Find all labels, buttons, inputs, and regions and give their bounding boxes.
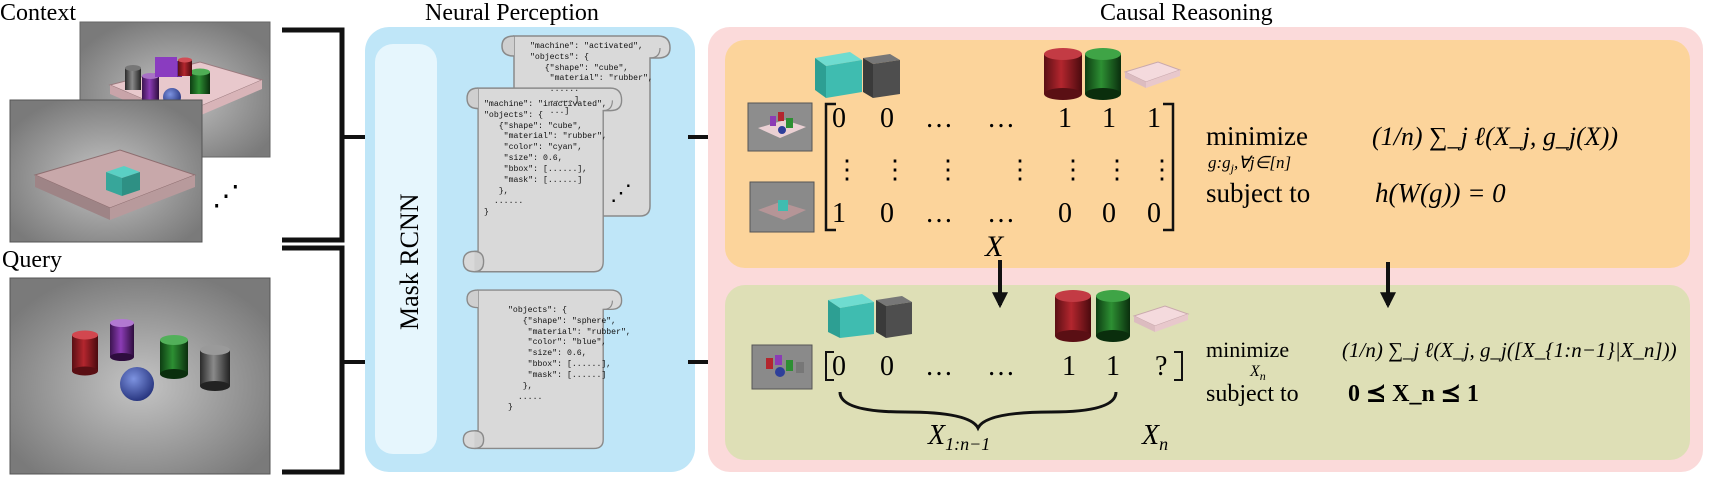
opt-top-constraint: h(W(g)) = 0 (1375, 178, 1506, 208)
neural-perception-header: Neural Perception (425, 0, 599, 26)
svg-text:0: 0 (880, 351, 894, 382)
object-icons-top (815, 48, 1182, 100)
svg-text:⋮: ⋮ (834, 155, 860, 185)
opt-bottom-subject: subject to (1206, 381, 1299, 407)
opt-bottom-under: Xn (1249, 363, 1266, 383)
matrix-top-row2: ⋮ ⋮ ⋮ ⋮ ⋮ ⋮ ⋮ (834, 155, 1175, 185)
svg-text:⋮: ⋮ (935, 155, 961, 185)
svg-text:0: 0 (1147, 198, 1161, 229)
brace-label: X1:n−1 (927, 420, 990, 454)
mask-rcnn-label: Mask RCNN (395, 193, 424, 330)
opt-bottom-minimize: minimize (1206, 337, 1289, 362)
matrix-top-label: X (984, 230, 1005, 263)
svg-text:1: 1 (1147, 103, 1161, 134)
svg-text:…: … (925, 103, 953, 134)
svg-text:1: 1 (1062, 351, 1076, 382)
scroll-ellipsis: ⋰ (610, 181, 632, 206)
svg-text:⋮: ⋮ (1104, 155, 1130, 185)
svg-text:⋮: ⋮ (1060, 155, 1086, 185)
matrix-top-row3: 1 0 … … 0 0 0 (832, 198, 1161, 229)
opt-top-subject: subject to (1206, 178, 1310, 208)
svg-text:1: 1 (1102, 103, 1116, 134)
opt-bottom-constraint: 0 ⪯ X_n ⪯ 1 (1348, 381, 1479, 407)
structure-learning-panel (725, 40, 1690, 268)
xn-label: Xn (1141, 420, 1168, 454)
svg-text:⋮: ⋮ (1149, 155, 1175, 185)
opt-bottom-objective: (1/n) ∑_j ℓ(X_j, g_j([X_{1:n−1}|X_n])) (1342, 338, 1677, 362)
thumbnail-query (751, 344, 813, 390)
query-image (9, 277, 271, 475)
matrix-top (824, 102, 1175, 232)
json-text-back: "machine": "activated", "objects": { {"s… (530, 42, 653, 116)
svg-text:0: 0 (880, 198, 894, 229)
svg-text:0: 0 (832, 351, 846, 382)
context-header: Context (0, 0, 76, 26)
context-ellipsis: ⋰ (212, 179, 240, 212)
thumbnail-context-1 (747, 102, 813, 152)
object-icons-bottom (828, 290, 1190, 342)
opt-top-under: g:gj,∀j∈[n] (1208, 153, 1291, 175)
svg-text:…: … (987, 198, 1015, 229)
svg-text:1: 1 (832, 198, 846, 229)
causal-reasoning-header: Causal Reasoning (1100, 0, 1273, 26)
svg-text:⋮: ⋮ (1007, 155, 1033, 185)
svg-text:?: ? (1155, 351, 1167, 382)
svg-text:⋮: ⋮ (882, 155, 908, 185)
svg-text:…: … (987, 351, 1015, 382)
svg-text:0: 0 (832, 103, 846, 134)
matrix-top-row1: 0 0 … … 1 1 1 (832, 103, 1161, 134)
opt-top-minimize: minimize (1206, 121, 1308, 151)
svg-text:1: 1 (1106, 351, 1120, 382)
query-header: Query (2, 247, 62, 273)
matrix-bottom-brackets (825, 351, 1183, 381)
svg-text:0: 0 (1102, 198, 1116, 229)
svg-text:0: 0 (880, 103, 894, 134)
svg-text:…: … (925, 351, 953, 382)
svg-text:1: 1 (1058, 103, 1072, 134)
json-text-front: "machine": "inactivated", "objects": { {… (484, 100, 607, 218)
prediction-panel (725, 285, 1690, 460)
matrix-bottom-brace (838, 391, 1118, 432)
opt-top-objective: (1/n) ∑_j ℓ(X_j, g_j(X)) (1372, 122, 1618, 151)
input-bracket (282, 27, 345, 475)
svg-text:…: … (925, 198, 953, 229)
thumbnail-context-2 (749, 181, 815, 233)
json-text-query: "objects": { {"shape": "sphere", "materi… (508, 306, 631, 413)
svg-text:…: … (987, 103, 1015, 134)
context-image-front (9, 99, 203, 243)
matrix-bottom-row: 0 0 … … 1 1 ? (832, 351, 1167, 382)
mask-rcnn-box (375, 44, 437, 454)
svg-text:0: 0 (1058, 198, 1072, 229)
